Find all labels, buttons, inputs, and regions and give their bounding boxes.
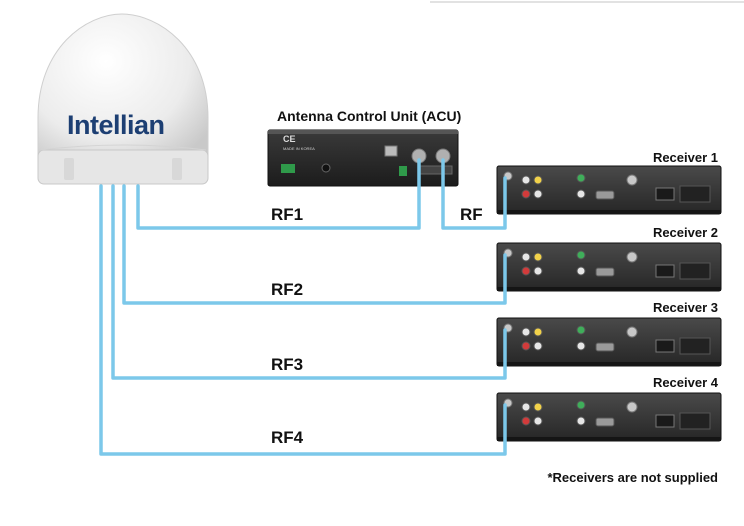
cable-label-rf2: RF2 xyxy=(271,280,304,299)
cable-rf4 xyxy=(99,184,507,456)
cable-rf2 xyxy=(122,184,507,305)
dome-vent-icon xyxy=(64,158,74,180)
antenna-dome xyxy=(37,13,209,185)
cable-rf3 xyxy=(111,184,507,380)
rca-jack-icon xyxy=(533,327,543,337)
power-switch-icon xyxy=(655,187,675,201)
receivers-layer xyxy=(496,165,722,442)
receiver-1-device xyxy=(496,165,722,215)
serial-port-icon xyxy=(595,342,615,352)
coax-port-icon xyxy=(626,326,638,338)
coax-port-icon xyxy=(626,401,638,413)
power-switch-icon xyxy=(655,339,675,353)
rca-jack-icon xyxy=(533,416,543,426)
serial-port-icon xyxy=(595,417,615,427)
serial-port-icon xyxy=(595,190,615,200)
rca-jack-icon xyxy=(576,416,586,426)
ce-mark: CE xyxy=(283,134,296,144)
rca-jack-icon xyxy=(521,252,531,262)
ethernet-port-icon xyxy=(384,145,398,157)
rca-jack-icon xyxy=(521,175,531,185)
rca-jack-icon xyxy=(576,266,586,276)
receiver-3-label: Receiver 3 xyxy=(652,300,718,315)
rca-jack-icon xyxy=(533,341,543,351)
brand-logo: Intellian xyxy=(67,110,165,140)
rca-jack-icon xyxy=(521,189,531,199)
receiver-4-device xyxy=(496,392,722,442)
receiver-1-label: Receiver 1 xyxy=(652,150,718,165)
receiver-3-device xyxy=(496,317,722,367)
cable-label-rf: RF xyxy=(460,205,483,224)
cable-label-rf4: RF4 xyxy=(271,428,304,447)
rca-jack-icon xyxy=(576,173,586,183)
made-in-label: MADE IN KOREA xyxy=(283,146,315,151)
terminal-block-icon xyxy=(281,164,295,173)
receiver-2-label: Receiver 2 xyxy=(652,225,718,240)
rca-jack-icon xyxy=(521,266,531,276)
rca-jack-icon xyxy=(576,325,586,335)
footnote: *Receivers are not supplied xyxy=(547,470,718,485)
rca-jack-icon xyxy=(576,250,586,260)
rca-jack-icon xyxy=(533,266,543,276)
dome-vent-icon xyxy=(172,158,182,180)
cable-rf1 xyxy=(136,158,421,230)
rca-jack-icon xyxy=(521,416,531,426)
serial-port-icon xyxy=(595,267,615,277)
rca-jack-icon xyxy=(533,175,543,185)
coax-port-icon xyxy=(626,251,638,263)
power-switch-icon xyxy=(655,414,675,428)
rca-jack-icon xyxy=(576,400,586,410)
rca-jack-icon xyxy=(576,341,586,351)
cable-label-rf3: RF3 xyxy=(271,355,304,374)
rca-jack-icon xyxy=(576,189,586,199)
cable-label-rf1: RF1 xyxy=(271,205,304,224)
cables xyxy=(99,158,507,456)
rca-jack-icon xyxy=(533,252,543,262)
acu-device xyxy=(267,129,459,187)
cable-rf xyxy=(441,158,507,230)
rca-jack-icon xyxy=(521,402,531,412)
power-switch-icon xyxy=(655,264,675,278)
receiver-2-device xyxy=(496,242,722,292)
acu-title: Antenna Control Unit (ACU) xyxy=(277,108,462,124)
rca-jack-icon xyxy=(521,341,531,351)
terminal-block-icon xyxy=(399,166,407,176)
acu-knob-icon xyxy=(321,163,331,173)
receiver-4-label: Receiver 4 xyxy=(652,375,718,390)
rca-jack-icon xyxy=(533,402,543,412)
rca-jack-icon xyxy=(521,327,531,337)
rca-jack-icon xyxy=(533,189,543,199)
coax-port-icon xyxy=(626,174,638,186)
